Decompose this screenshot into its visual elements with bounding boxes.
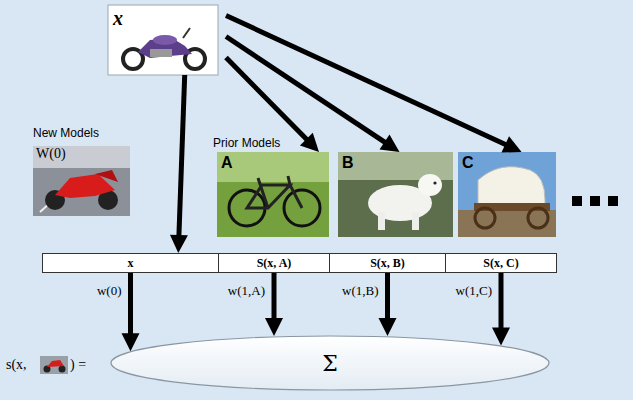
weight-label: w(0) (97, 283, 122, 299)
arrow-connector (492, 273, 510, 345)
query-image: x (108, 5, 226, 75)
formula-text: s(x, (6, 357, 27, 373)
model-label: B (338, 152, 461, 172)
feature-label: S(x, C) (483, 256, 518, 271)
new-model: New ModelsW(0) (33, 126, 146, 216)
query-photo (108, 5, 218, 75)
dog-photo (338, 152, 453, 237)
feature-cell: S(x, C) (445, 253, 557, 273)
prior-model: C (458, 152, 564, 237)
weight-label: w(1,B) (342, 283, 378, 299)
arrow-connector (122, 273, 140, 351)
model-label: W(0) (33, 145, 146, 162)
feature-label: S(x, A) (257, 256, 292, 271)
arrow-connector (379, 273, 397, 336)
prior-model: A (217, 152, 337, 237)
group-heading: Prior Models (213, 136, 280, 150)
weight-label: w(1,A) (228, 283, 265, 299)
formula-text: ) = (70, 357, 86, 373)
group-heading: New Models (33, 126, 146, 145)
feature-cell: x (42, 253, 219, 273)
sum-symbol: Σ (322, 351, 338, 376)
feature-label: S(x, B) (370, 256, 405, 271)
arrow-connector (265, 273, 283, 336)
prior-model: B (338, 152, 461, 237)
model-label: C (458, 152, 564, 172)
more-dots (572, 196, 618, 206)
sum-ellipse: Σ (110, 335, 550, 391)
weight-label: w(1,C) (456, 283, 492, 299)
arrow-connector (226, 16, 522, 153)
feature-label: x (128, 256, 134, 271)
feature-cell: S(x, A) (218, 253, 330, 273)
model-label: A (217, 152, 337, 172)
motorcycle-icon (40, 356, 68, 374)
arrow-connector (170, 75, 188, 253)
feature-cell: S(x, B) (329, 253, 446, 273)
model-label: x (108, 5, 226, 30)
bicycle-photo (217, 152, 329, 237)
